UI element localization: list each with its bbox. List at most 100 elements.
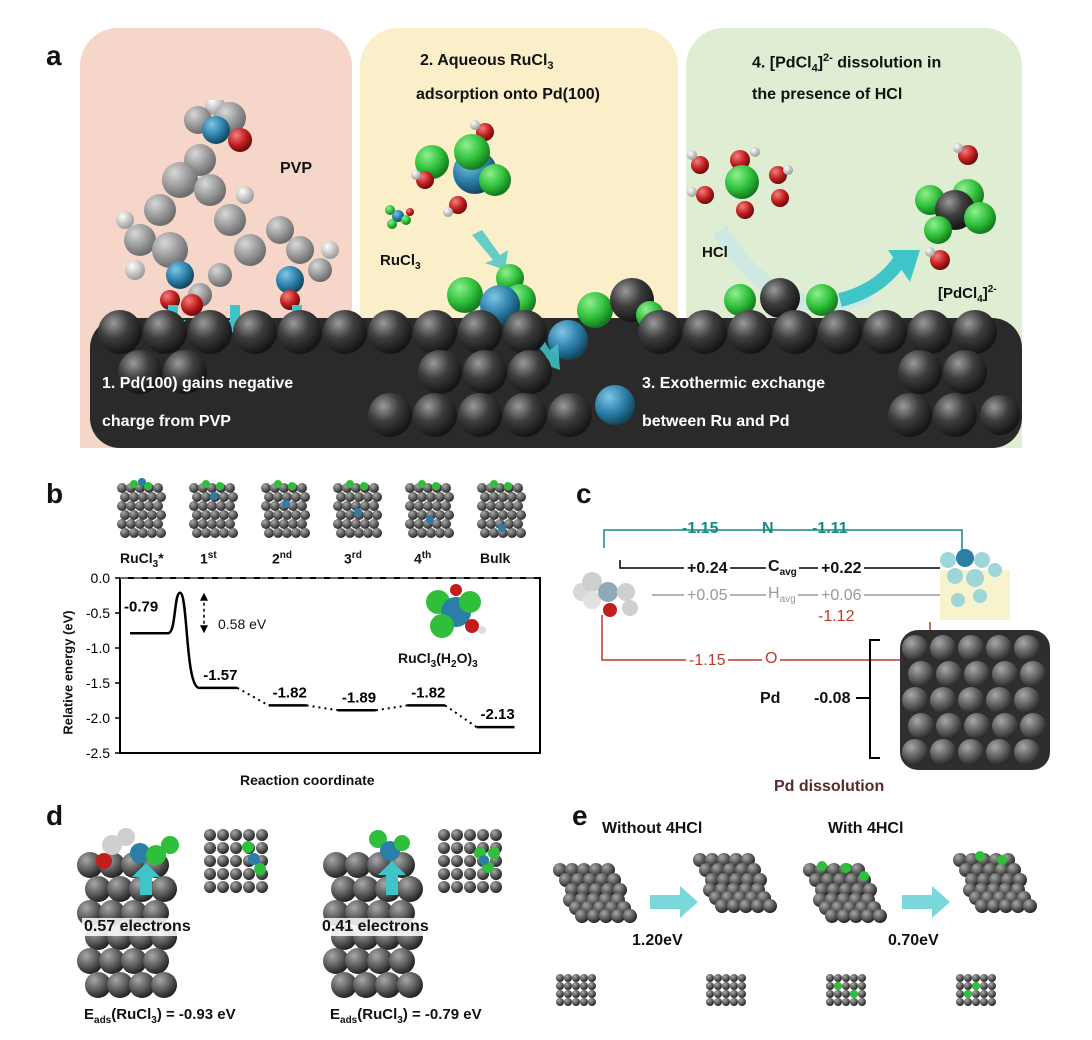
- pd-atom: [480, 528, 490, 538]
- pd-atom-top: [490, 881, 502, 893]
- pd-atom: [902, 635, 928, 661]
- pd-atom: [507, 492, 517, 502]
- pd-atom: [1014, 739, 1040, 765]
- pd-atom: [477, 501, 487, 511]
- pd-atom-top: [714, 982, 722, 990]
- pd-atom: [1020, 713, 1046, 739]
- panel-e-title: Pd dissolution: [774, 778, 885, 795]
- cl-atom: [504, 482, 512, 490]
- pd-atom: [575, 909, 589, 923]
- pd-atom: [861, 909, 875, 923]
- pd-atom-top: [850, 998, 858, 1006]
- pd-atom: [143, 948, 169, 974]
- pd-atom: [486, 501, 496, 511]
- complex-label: RuCl3(H2O)3: [398, 650, 478, 670]
- panel-b-letter: b: [46, 478, 64, 509]
- pd-atom-top: [842, 974, 850, 982]
- pd-atom: [375, 972, 401, 998]
- pd-slab-top-row: [98, 310, 1020, 437]
- pd-atom: [331, 972, 357, 998]
- adsorption-arrow: [472, 230, 508, 270]
- pd-atom: [397, 972, 423, 998]
- pd-atom-top: [204, 881, 216, 893]
- cl-atom: [130, 480, 138, 488]
- pd-atom: [516, 528, 526, 538]
- with-energy: 0.70eV: [888, 932, 939, 949]
- pd-atom: [360, 501, 370, 511]
- pd-atom: [77, 948, 103, 974]
- pd-atom-top: [256, 881, 268, 893]
- energy-value-label: -2.13: [481, 706, 515, 723]
- connector: [306, 704, 339, 712]
- pd-atom: [958, 739, 984, 765]
- pd-atom-top: [230, 829, 242, 841]
- dissolution-arrow: [838, 255, 906, 307]
- pd-atom-top: [964, 998, 972, 1006]
- pd-atom-top: [588, 990, 596, 998]
- pd-atom: [300, 528, 310, 538]
- pd-atom-top: [988, 990, 996, 998]
- pd-atom: [930, 635, 956, 661]
- pd-atom: [908, 713, 934, 739]
- pd-label: Pd: [760, 690, 781, 707]
- pd-atom: [225, 501, 235, 511]
- pd-atom: [261, 501, 271, 511]
- pd-atom-top: [964, 982, 972, 990]
- o-left-value: -1.15: [686, 652, 729, 670]
- pd-atom: [219, 492, 229, 502]
- pd-atom: [587, 909, 601, 923]
- cl-atom: [202, 480, 210, 488]
- pd-atom: [210, 528, 220, 538]
- pd-atom: [261, 519, 271, 529]
- pd-atom: [85, 876, 111, 902]
- pd-atom: [507, 510, 517, 520]
- pd-atom-top: [980, 974, 988, 982]
- pd-atom-top: [834, 974, 842, 982]
- pd-atom: [156, 510, 166, 520]
- pd-atom: [207, 519, 217, 529]
- pd-atom-top: [834, 990, 842, 998]
- pd-atom: [389, 948, 415, 974]
- pd-atom: [513, 483, 523, 493]
- pd-atom: [477, 483, 487, 493]
- pd-atom-top: [580, 998, 588, 1006]
- pd-atom: [198, 519, 208, 529]
- pd-atom-top: [706, 974, 714, 982]
- pd-atom: [225, 519, 235, 529]
- pd-atom: [444, 492, 454, 502]
- connector: [236, 687, 270, 707]
- pd-atom: [297, 483, 307, 493]
- pd-atom-top: [451, 868, 463, 880]
- pd-atom-top: [464, 881, 476, 893]
- pvp-molecule: [116, 100, 339, 316]
- pd-atom: [192, 510, 202, 520]
- step4-caption-line1: 4. [PdCl4]2- dissolution in: [752, 52, 942, 75]
- pd-atom-top: [826, 974, 834, 982]
- pd-atom-top: [706, 990, 714, 998]
- o-label: O: [762, 650, 781, 668]
- barrier-label: 0.58 eV: [218, 616, 267, 632]
- pd-atom-top: [850, 982, 858, 990]
- pd-atom: [153, 501, 163, 511]
- panel-d-structures: [77, 828, 502, 998]
- pd-atom: [489, 528, 499, 538]
- pd-atom-top: [956, 974, 964, 982]
- pd-atom-top: [980, 998, 988, 1006]
- pd-atom: [599, 909, 613, 923]
- pd-atom: [288, 519, 298, 529]
- pd-atom-top: [451, 842, 463, 854]
- ru-atom: [282, 500, 290, 508]
- y-tick-label: -1.5: [86, 675, 110, 691]
- pd-atom: [489, 510, 499, 520]
- pd-atom-top: [956, 998, 964, 1006]
- cl-atom: [216, 482, 224, 490]
- pd-atom: [156, 492, 166, 502]
- pd-atom-top: [464, 868, 476, 880]
- panel-c-diagram: [573, 529, 1050, 770]
- pd-atom: [936, 713, 962, 739]
- pd-atom-top: [204, 868, 216, 880]
- pd-atom: [414, 519, 424, 529]
- pd-atom-top: [243, 868, 255, 880]
- pd-atom: [156, 528, 166, 538]
- pd-atom: [151, 876, 177, 902]
